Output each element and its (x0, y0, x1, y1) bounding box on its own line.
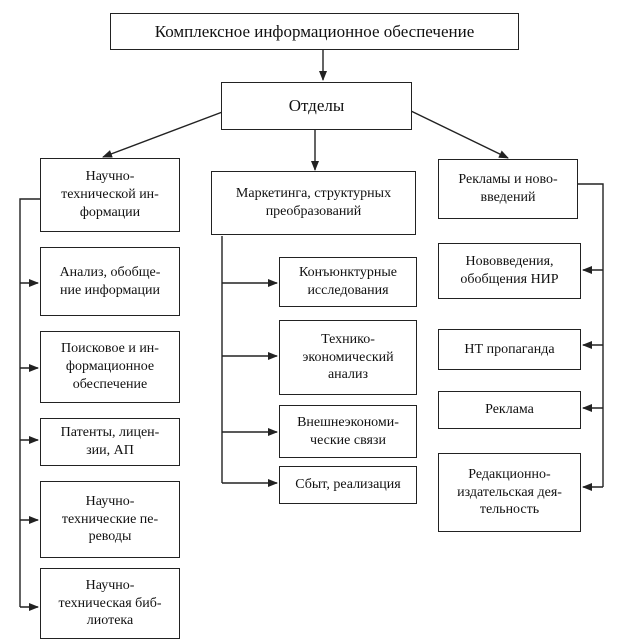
child-library: Научно- техническая биб- лиотека (40, 568, 180, 639)
left-trunk (19, 198, 40, 607)
child-search-support: Поисковое и ин- формационное обеспечение (40, 331, 180, 403)
child-sales: Сбыт, реализация (279, 466, 417, 504)
child-patents: Патенты, лицен- зии, АП (40, 418, 180, 466)
child-translations: Научно- технические пе- реводы (40, 481, 180, 558)
arrow-to-branch-1 (102, 110, 226, 158)
arrow-to-branch-3 (410, 110, 509, 159)
child-advertising: Реклама (438, 391, 581, 429)
branch-marketing: Маркетинга, структурных преобразований (211, 171, 416, 235)
right-trunk (578, 183, 604, 487)
departments-box: Отделы (221, 82, 412, 130)
branch-sci-tech-info: Научно- технической ин- формации (40, 158, 180, 232)
child-analysis: Анализ, обобще- ние информации (40, 247, 180, 316)
child-market-research: Конъюнктурные исследования (279, 257, 417, 307)
child-nt-propaganda: НТ пропаганда (438, 329, 581, 370)
child-tech-econ-analysis: Технико- экономический анализ (279, 320, 417, 395)
root-box: Комплексное информационное обеспечение (110, 13, 519, 50)
child-foreign-econ: Внешнеэкономи- ческие связи (279, 405, 417, 458)
child-publishing: Редакционно- издательская дея- тельность (438, 453, 581, 532)
branch-advertising: Рекламы и ново- введений (438, 159, 578, 219)
child-innovations: Нововведения, обобщения НИР (438, 243, 581, 299)
